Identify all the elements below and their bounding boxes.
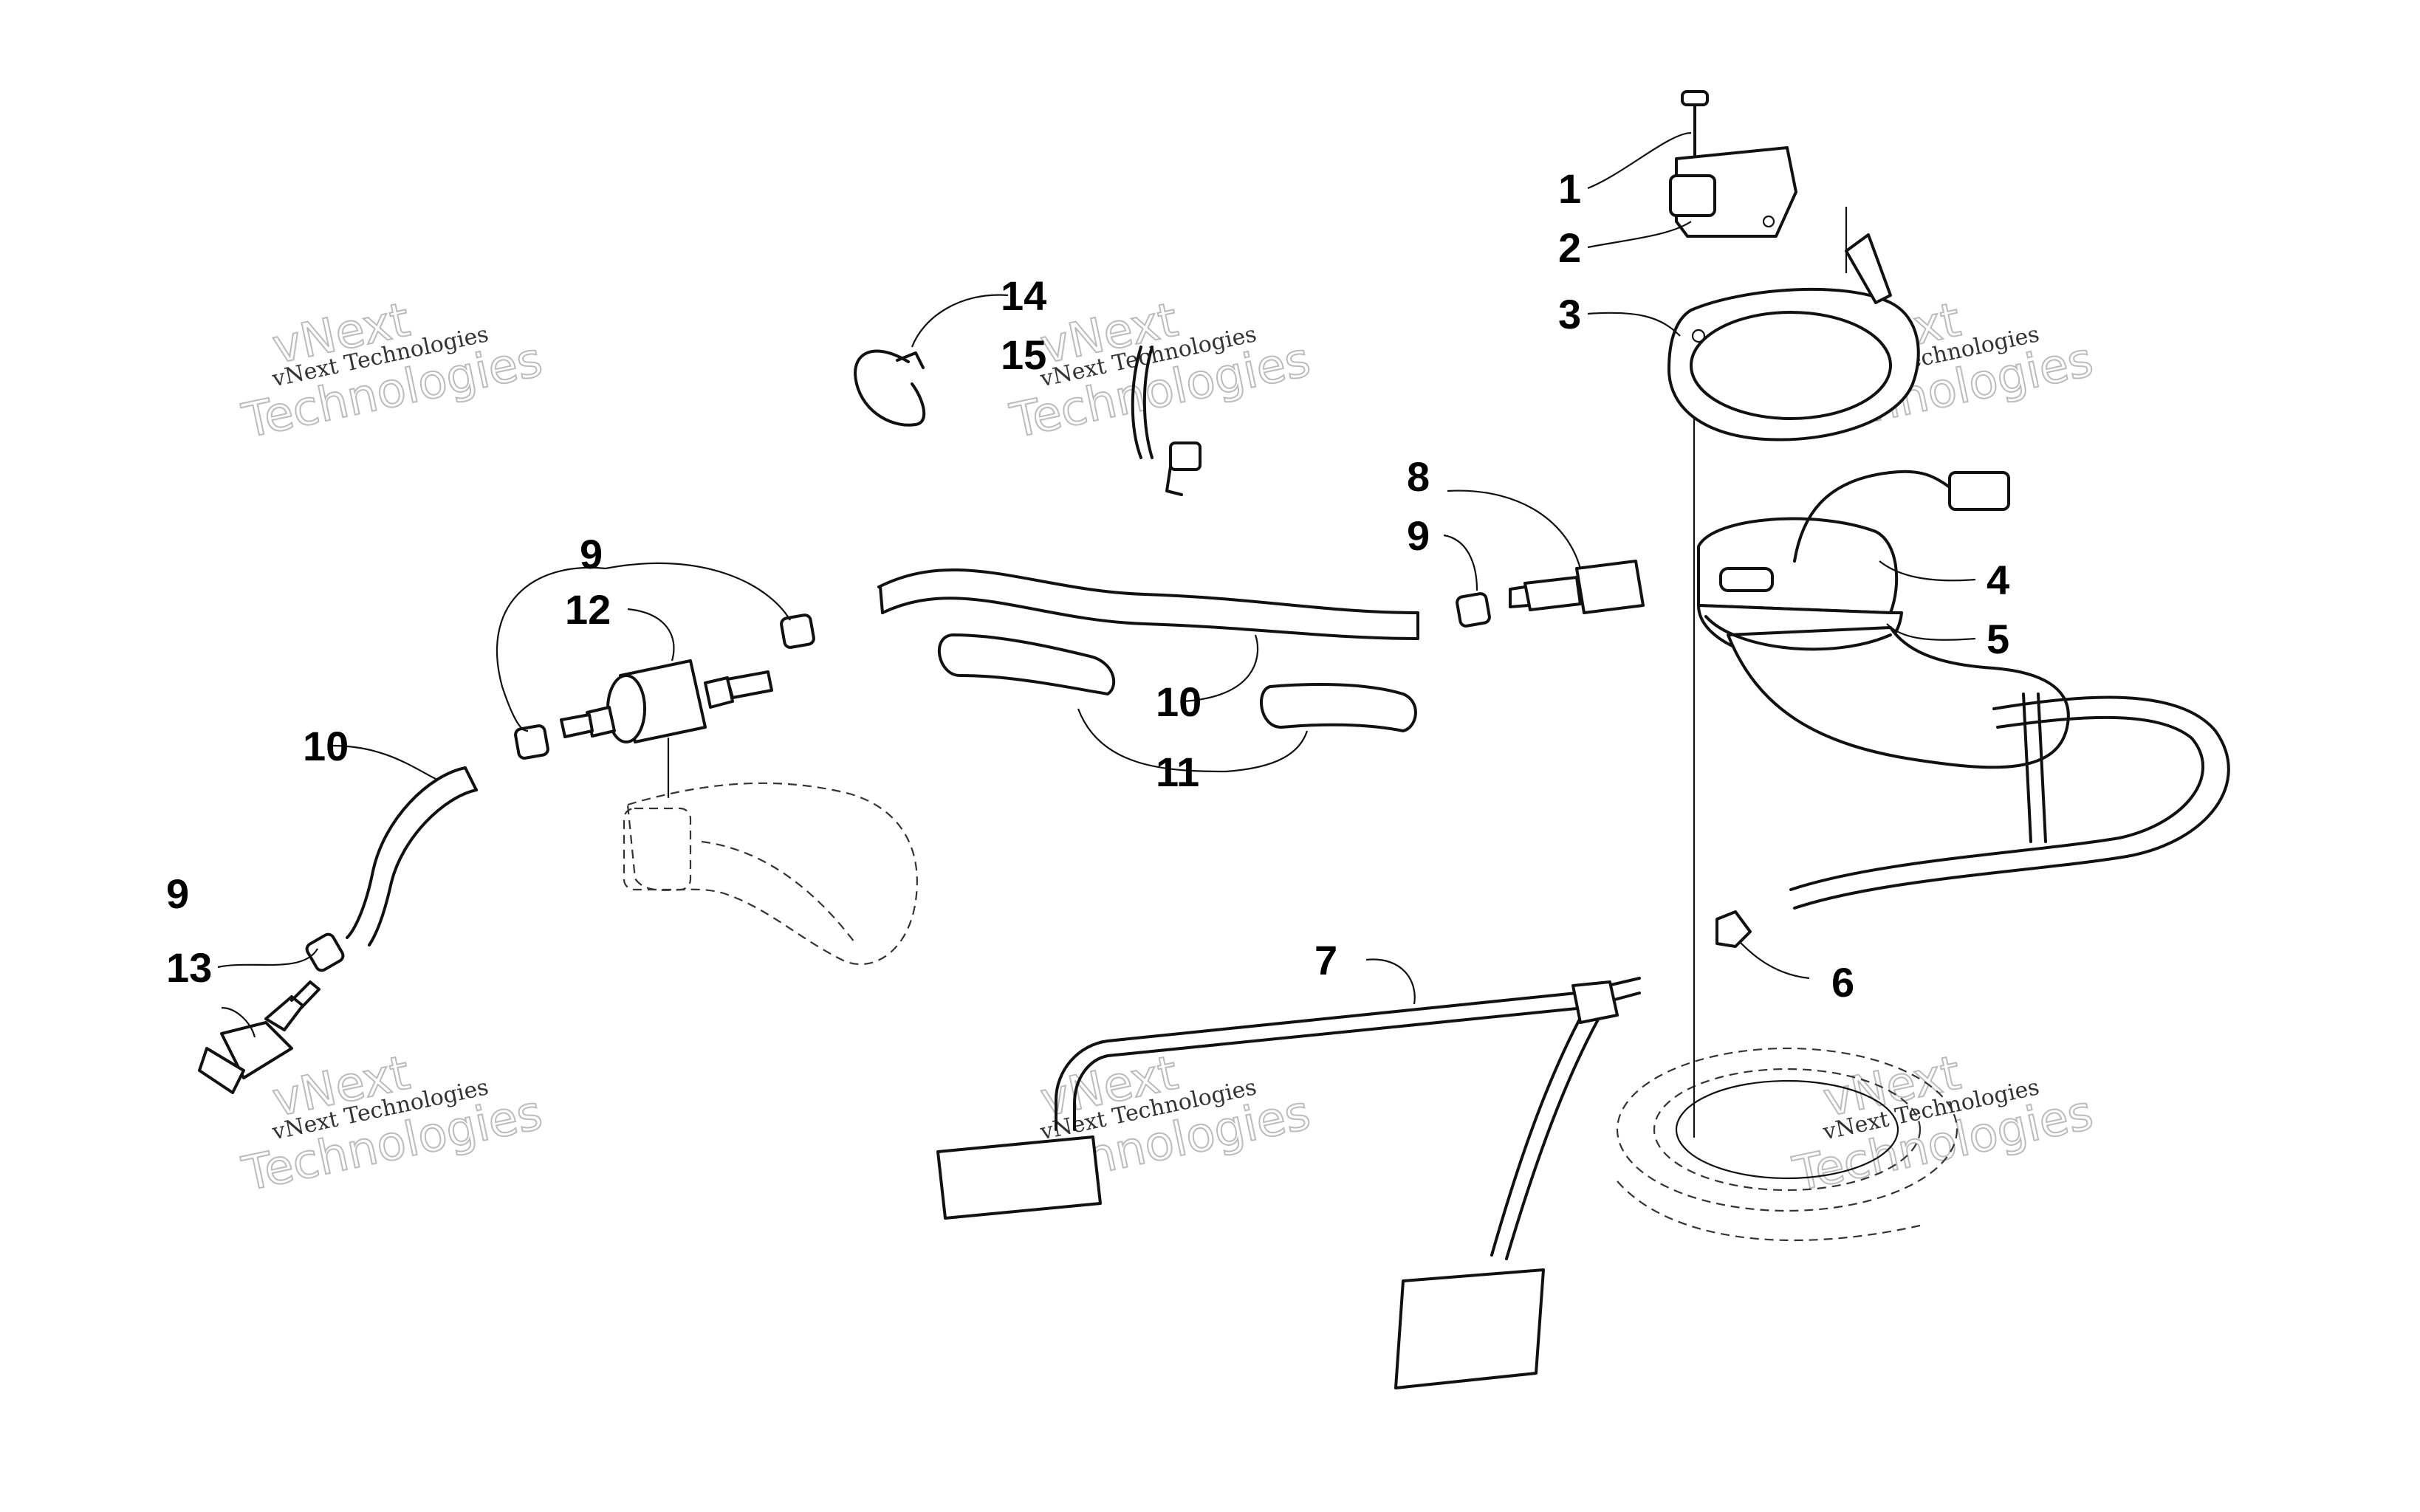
callout-14: 14 bbox=[1001, 272, 1046, 319]
callout-13: 13 bbox=[166, 944, 212, 991]
pump-gasket[interactable] bbox=[1704, 615, 1892, 651]
leader-lines bbox=[217, 131, 1976, 1038]
fuel-hose-long[interactable] bbox=[877, 568, 1419, 640]
pump-outlet-nipple[interactable] bbox=[1719, 567, 1774, 592]
callout-10-left: 10 bbox=[303, 723, 349, 769]
callout-9-right: 9 bbox=[1407, 512, 1430, 559]
hose-clamp-fitting[interactable] bbox=[1715, 910, 1752, 948]
clamp-ring[interactable] bbox=[854, 349, 926, 427]
frame-reference-outline bbox=[623, 782, 918, 966]
callout-15: 15 bbox=[1001, 331, 1046, 378]
tank-opening-outline bbox=[1616, 1047, 1958, 1242]
callout-9-top: 9 bbox=[580, 531, 603, 577]
return-hose[interactable] bbox=[1789, 693, 2230, 910]
vent-tube-assembly[interactable] bbox=[936, 977, 1641, 1389]
callout-labels: 1 2 3 4 5 6 7 8 9 9 9 10 10 11 12 13 14 … bbox=[166, 165, 2009, 1006]
screw[interactable] bbox=[1681, 90, 1709, 157]
hose-clamp[interactable] bbox=[305, 932, 346, 973]
callout-3: 3 bbox=[1558, 291, 1581, 337]
hose-sleeve[interactable] bbox=[938, 633, 1116, 695]
callout-7: 7 bbox=[1314, 937, 1337, 983]
callout-6: 6 bbox=[1831, 959, 1854, 1006]
callout-5: 5 bbox=[1987, 616, 2009, 662]
watermark-top-left: vNext vNext Technologies Technologies bbox=[237, 292, 548, 450]
callout-12: 12 bbox=[565, 586, 611, 633]
callout-1: 1 bbox=[1558, 165, 1581, 212]
hose-sleeve[interactable] bbox=[1260, 683, 1417, 732]
fuel-pump-module[interactable] bbox=[1697, 470, 2070, 769]
fuel-hose-short[interactable] bbox=[346, 766, 478, 946]
callout-2: 2 bbox=[1558, 224, 1581, 271]
callout-4: 4 bbox=[1987, 557, 2009, 603]
retainer-plate[interactable] bbox=[1667, 233, 1920, 441]
callout-10-center: 10 bbox=[1156, 678, 1202, 725]
callout-8: 8 bbox=[1407, 453, 1430, 500]
cable-tie[interactable] bbox=[1131, 346, 1202, 496]
quick-connector-left[interactable] bbox=[198, 980, 321, 1094]
mounting-bracket[interactable] bbox=[1669, 146, 1797, 238]
hose-clamp[interactable] bbox=[780, 614, 815, 649]
callout-11: 11 bbox=[1156, 749, 1199, 795]
fuel-filter[interactable] bbox=[560, 659, 773, 743]
hose-clamp[interactable] bbox=[514, 724, 549, 760]
quick-connector[interactable] bbox=[1509, 560, 1645, 614]
callout-9-left: 9 bbox=[166, 870, 189, 917]
pump-electrical-connector[interactable] bbox=[1948, 471, 2010, 511]
hose-clamp[interactable] bbox=[1456, 592, 1491, 628]
